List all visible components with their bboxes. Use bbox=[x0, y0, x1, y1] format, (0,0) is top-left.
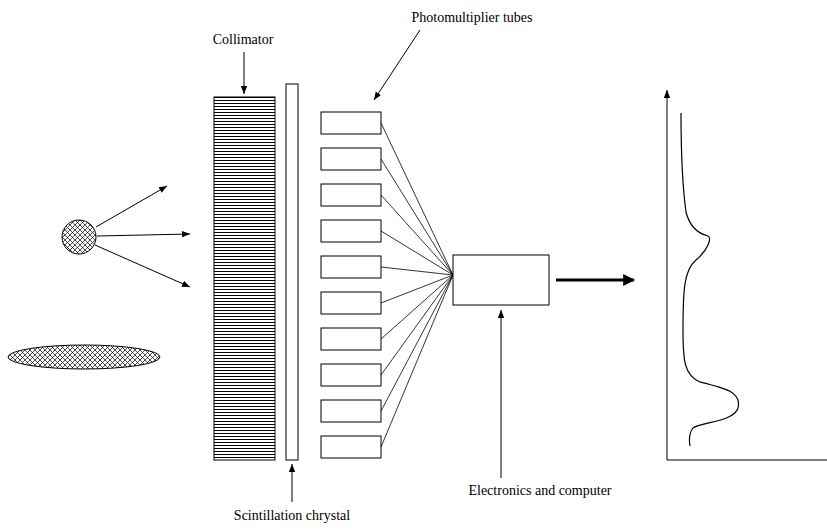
wire bbox=[381, 159, 453, 275]
collimator-label: Collimator bbox=[213, 32, 274, 47]
electronics-box bbox=[453, 255, 549, 305]
photomultiplier-tube bbox=[321, 256, 381, 278]
tube-label: Photomultiplier tubes bbox=[412, 10, 533, 25]
gamma-rays bbox=[95, 186, 190, 287]
photomultiplier-tube bbox=[321, 184, 381, 206]
x-axis bbox=[667, 460, 827, 461]
wire bbox=[381, 275, 453, 447]
photomultiplier-tube bbox=[321, 112, 381, 134]
wire bbox=[381, 275, 453, 339]
wire bbox=[381, 231, 453, 275]
wire bbox=[381, 267, 453, 275]
profile-curve bbox=[681, 113, 739, 446]
leader-lines bbox=[244, 30, 501, 502]
photomultiplier-tube bbox=[321, 400, 381, 422]
radioactive-source bbox=[62, 220, 96, 254]
photomultiplier-tube bbox=[321, 220, 381, 242]
photomultiplier-tubes bbox=[321, 112, 453, 458]
scintillation-crystal bbox=[286, 84, 298, 460]
photomultiplier-tube bbox=[321, 328, 381, 350]
collimator bbox=[214, 97, 275, 460]
electronics-label: Electronics and computer bbox=[468, 483, 611, 498]
crystal-label: Scintillation chrystal bbox=[234, 508, 350, 523]
photomultiplier-tube bbox=[321, 364, 381, 386]
wire bbox=[381, 123, 453, 275]
photomultiplier-tube bbox=[321, 148, 381, 170]
output-arrow bbox=[556, 279, 634, 282]
wire bbox=[381, 195, 453, 275]
photomultiplier-tube bbox=[321, 292, 381, 314]
wire bbox=[381, 275, 453, 303]
photomultiplier-tube bbox=[321, 436, 381, 458]
y-axis bbox=[667, 90, 668, 460]
wire bbox=[381, 275, 453, 411]
radioactive-source bbox=[8, 345, 160, 369]
